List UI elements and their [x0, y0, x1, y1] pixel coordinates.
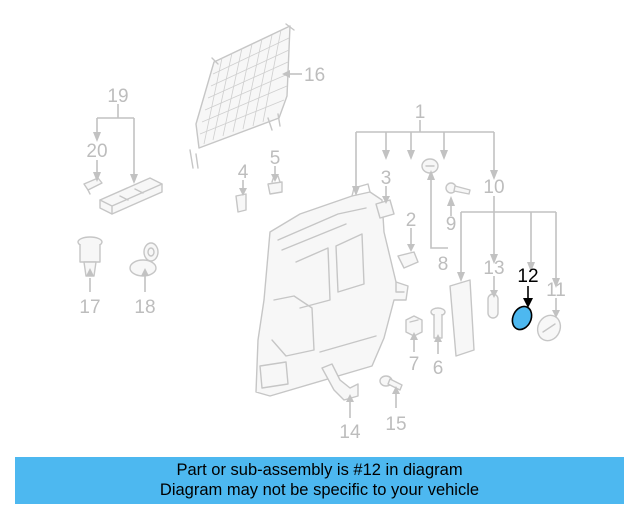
- callout-numbers: 1 2 3 4 5 6 7 8 9 10 11 12 13 14 15 16 1…: [79, 65, 565, 443]
- clip-4-part: [235, 193, 247, 213]
- callout-12: 12: [517, 266, 538, 287]
- cap-11-part: [536, 314, 562, 342]
- callout-17: 17: [79, 297, 100, 318]
- clip-17-part: [77, 236, 103, 277]
- callout-16: 16: [304, 65, 325, 86]
- callout-11: 11: [546, 280, 566, 301]
- clip-7-part: [405, 315, 423, 337]
- callout-4: 4: [238, 162, 249, 183]
- clip-8-part: [421, 158, 439, 174]
- screw-15-part: [379, 375, 403, 391]
- plug-13-part: [487, 293, 499, 319]
- callout-6: 6: [433, 358, 444, 379]
- cap-12-part: [511, 305, 533, 331]
- banner-line-2: Diagram may not be specific to your vehi…: [159, 481, 480, 499]
- callout-19: 19: [107, 86, 128, 107]
- quarter-trim-panel-part: [255, 183, 409, 397]
- callout-8: 8: [438, 254, 449, 275]
- bracket-14-part: [321, 363, 359, 401]
- clip-5-part: [267, 175, 283, 195]
- arrowheads: [86, 70, 560, 402]
- cover-10-part: [449, 279, 475, 357]
- callout-18: 18: [134, 297, 155, 318]
- info-banner: Part or sub-assembly is #12 in diagram D…: [15, 457, 624, 504]
- grommet-18-part: [129, 242, 159, 277]
- cargo-net-part: [189, 23, 295, 169]
- callout-13: 13: [483, 258, 504, 279]
- banner-line-1: Part or sub-assembly is #12 in diagram: [176, 461, 463, 479]
- callout-7: 7: [409, 354, 420, 375]
- callout-2: 2: [406, 210, 417, 231]
- callout-14: 14: [339, 422, 361, 443]
- clip-2-part: [397, 251, 419, 269]
- screw-6-part: [430, 307, 446, 339]
- callout-3: 3: [381, 168, 392, 189]
- callout-20: 20: [86, 141, 107, 162]
- screw-9-part: [445, 182, 471, 195]
- callout-10: 10: [483, 177, 504, 198]
- callout-5: 5: [270, 148, 281, 169]
- callout-1: 1: [415, 102, 426, 123]
- clip-3-part: [375, 199, 395, 219]
- bracket-assembly-part: [83, 177, 163, 215]
- callout-9: 9: [446, 214, 457, 235]
- callout-15: 15: [385, 414, 406, 435]
